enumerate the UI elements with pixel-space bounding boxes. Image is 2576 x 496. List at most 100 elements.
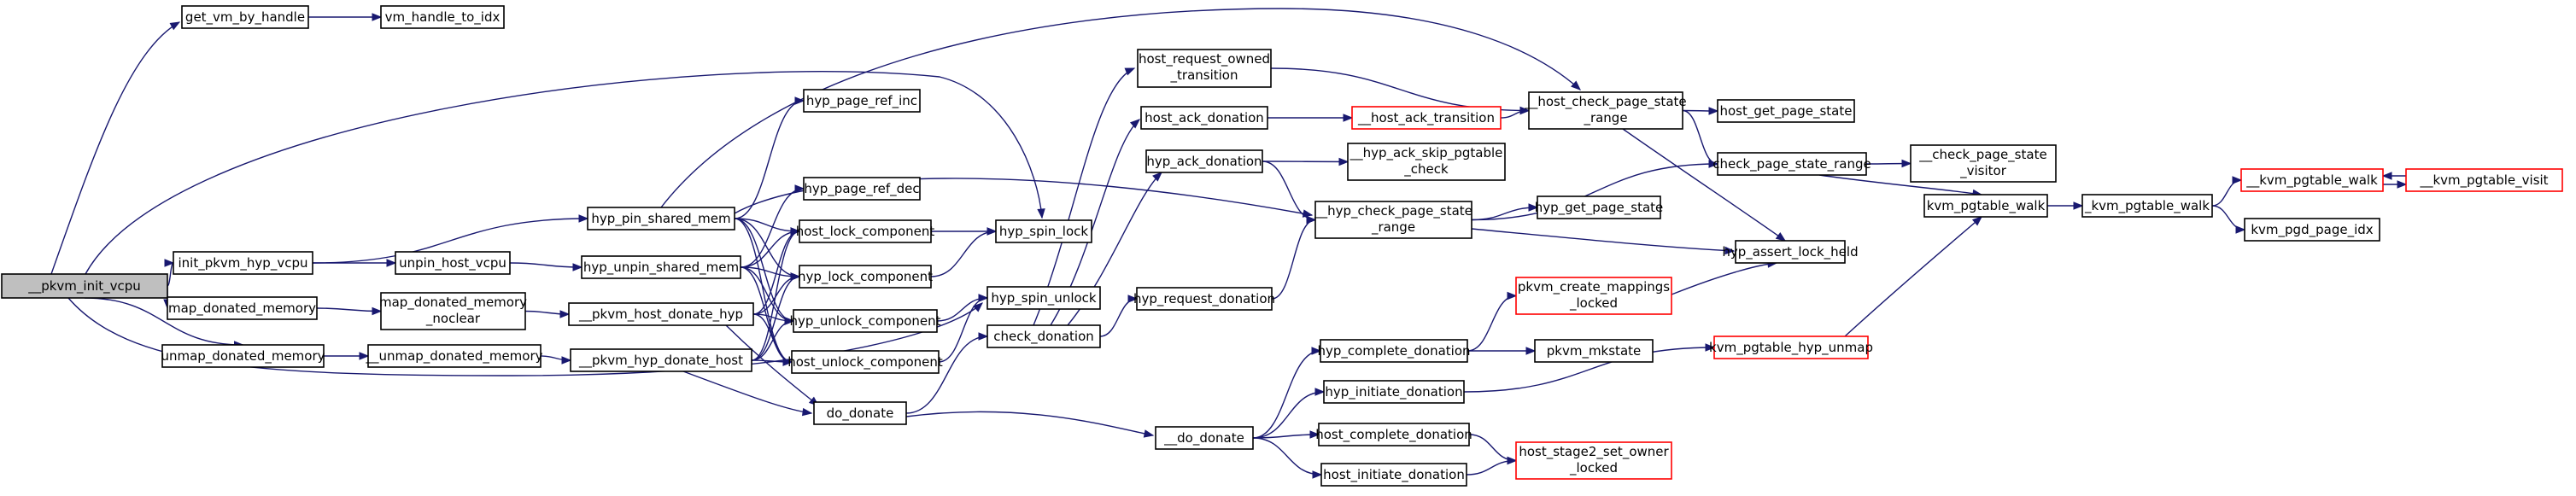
node-box[interactable] — [1534, 339, 1654, 363]
node-box[interactable] — [813, 401, 907, 425]
node-box[interactable] — [2405, 168, 2563, 192]
node-box[interactable] — [1140, 106, 1268, 130]
node-h_chk_range[interactable]: __host_check_page_state_range — [1524, 91, 1687, 130]
node-box[interactable] — [1515, 277, 1672, 315]
node-h_req_own[interactable]: host_request_owned_transition — [1137, 49, 1272, 88]
node-y_req_don[interactable]: hyp_request_donation — [1133, 287, 1275, 311]
node-box[interactable] — [380, 292, 526, 330]
node-box[interactable] — [581, 255, 741, 279]
node-h_get_ps[interactable]: host_get_page_state — [1717, 99, 1855, 123]
node-unpin[interactable]: unpin_host_vcpu — [395, 251, 511, 275]
node-box[interactable] — [799, 219, 932, 243]
node-box[interactable] — [2240, 168, 2384, 192]
node-assert_lock[interactable]: hyp_assert_lock_held — [1722, 240, 1859, 264]
node-__do_donate[interactable]: __do_donate — [1155, 426, 1254, 450]
node-box[interactable] — [1910, 144, 2057, 183]
node-box[interactable] — [1717, 152, 1867, 176]
node-hlc[interactable]: host_lock_component — [796, 219, 935, 243]
node-spin_unlock[interactable]: hyp_spin_unlock — [986, 286, 1101, 310]
node-box[interactable] — [2081, 194, 2213, 218]
node-box[interactable] — [803, 89, 921, 113]
node-pin[interactable]: hyp_pin_shared_mem — [587, 207, 735, 230]
node-box[interactable] — [570, 348, 752, 372]
node-__pgt_walk[interactable]: __kvm_pgtable_walk — [2240, 168, 2384, 192]
node-box[interactable] — [380, 5, 505, 29]
node-h_comp_don[interactable]: host_complete_donation — [1315, 423, 1472, 446]
node-hdhost[interactable]: __pkvm_hyp_donate_host — [570, 348, 752, 372]
node-unmap_don[interactable]: unmap_donated_memory — [161, 344, 325, 368]
node-box[interactable] — [1155, 426, 1254, 450]
node-box[interactable] — [803, 177, 921, 201]
node-y_get_ps[interactable]: hyp_get_page_state — [1535, 195, 1664, 219]
node-h_ack_tr[interactable]: __host_ack_transition — [1351, 106, 1502, 130]
node-box[interactable] — [181, 5, 309, 29]
node-pgt_visit[interactable]: __kvm_pgtable_visit — [2405, 168, 2563, 192]
node-huc[interactable]: host_unlock_component — [787, 350, 943, 374]
node-box[interactable] — [1923, 194, 2048, 218]
node-mkstate[interactable]: pkvm_mkstate — [1534, 339, 1654, 363]
node-get_vm[interactable]: get_vm_by_handle — [181, 5, 309, 29]
node-box[interactable] — [1320, 463, 1467, 487]
node-chk_range[interactable]: check_page_state_range — [1712, 152, 1871, 176]
node-box[interactable] — [1717, 99, 1855, 123]
node-box[interactable] — [367, 344, 542, 368]
node-yuc[interactable]: hyp_unlock_component — [789, 309, 941, 333]
node-box[interactable] — [995, 219, 1092, 243]
node-create_map[interactable]: pkvm_create_mappings_locked — [1515, 277, 1672, 315]
node-box[interactable] — [395, 251, 511, 275]
node-y_comp_don[interactable]: hyp_complete_donation — [1317, 339, 1471, 363]
node-box[interactable] — [568, 302, 754, 326]
node-box[interactable] — [1318, 423, 1470, 446]
node-box[interactable] — [1537, 195, 1661, 219]
node-pgt_unmap[interactable]: kvm_pgtable_hyp_unmap — [1709, 336, 1873, 359]
node-set_owner[interactable]: host_stage2_set_owner_locked — [1515, 441, 1672, 480]
node-box[interactable] — [1320, 339, 1468, 363]
node-spin_lock[interactable]: hyp_spin_lock — [995, 219, 1092, 243]
node-check_don[interactable]: check_donation — [986, 324, 1101, 348]
node-box[interactable] — [1, 273, 168, 299]
node-box[interactable] — [1145, 149, 1263, 173]
node-do_donate[interactable]: do_donate — [813, 401, 907, 425]
node-ref_dec[interactable]: hyp_page_ref_dec — [803, 177, 921, 201]
node-ylc[interactable]: hyp_lock_component — [798, 265, 933, 289]
node-pgd_idx[interactable]: kvm_pgd_page_idx — [2244, 218, 2380, 242]
node-box[interactable] — [1515, 441, 1672, 480]
node-box[interactable] — [791, 350, 940, 374]
node-_pgt_walk[interactable]: _kvm_pgtable_walk — [2081, 194, 2213, 218]
node-h_ack_don[interactable]: host_ack_donation — [1140, 106, 1268, 130]
node-ref_inc[interactable]: hyp_page_ref_inc — [803, 89, 921, 113]
node-box[interactable] — [1314, 201, 1472, 239]
node-box[interactable] — [986, 324, 1101, 348]
node-y_chk_range[interactable]: __hyp_check_page_state_range — [1314, 201, 1472, 239]
node-box[interactable] — [1136, 287, 1273, 311]
node-box[interactable] — [587, 207, 735, 230]
node-unpinmem[interactable]: hyp_unpin_shared_mem — [581, 255, 741, 279]
node-h_init_don[interactable]: host_initiate_donation — [1320, 463, 1467, 487]
node-box[interactable] — [1735, 240, 1846, 264]
node-box[interactable] — [173, 251, 313, 275]
node-box[interactable] — [793, 309, 938, 333]
node-box[interactable] — [161, 344, 325, 368]
node-box[interactable] — [1528, 91, 1683, 130]
node-box[interactable] — [1323, 380, 1465, 404]
node-__unmap[interactable]: __unmap_donated_memory — [365, 344, 543, 368]
node-y_ack_skip[interactable]: __hyp_ack_skip_pgtable_check — [1347, 143, 1506, 181]
node-box[interactable] — [1137, 49, 1272, 88]
node-hdh[interactable]: __pkvm_host_donate_hyp — [568, 302, 754, 326]
node-box[interactable] — [1713, 336, 1869, 359]
node-pgt_walk[interactable]: kvm_pgtable_walk — [1923, 194, 2048, 218]
node-map_don[interactable]: map_donated_memory — [167, 296, 318, 320]
node-y_ack_don[interactable]: hyp_ack_donation — [1145, 149, 1263, 173]
node-box[interactable] — [1351, 106, 1502, 130]
node-chk_visitor[interactable]: __check_page_state_visitor — [1910, 144, 2057, 183]
node-init_hyp[interactable]: init_pkvm_hyp_vcpu — [173, 251, 313, 275]
node-vm_idx[interactable]: vm_handle_to_idx — [380, 5, 505, 29]
node-box[interactable] — [986, 286, 1101, 310]
node-box[interactable] — [799, 265, 932, 289]
node-box[interactable] — [1347, 143, 1506, 181]
node-map_nc[interactable]: map_donated_memory_noclear — [379, 292, 527, 330]
node-y_init_don[interactable]: hyp_initiate_donation — [1323, 380, 1465, 404]
node-box[interactable] — [2244, 218, 2380, 242]
node-root[interactable]: __pkvm_init_vcpu — [1, 273, 168, 299]
node-box[interactable] — [167, 296, 318, 320]
